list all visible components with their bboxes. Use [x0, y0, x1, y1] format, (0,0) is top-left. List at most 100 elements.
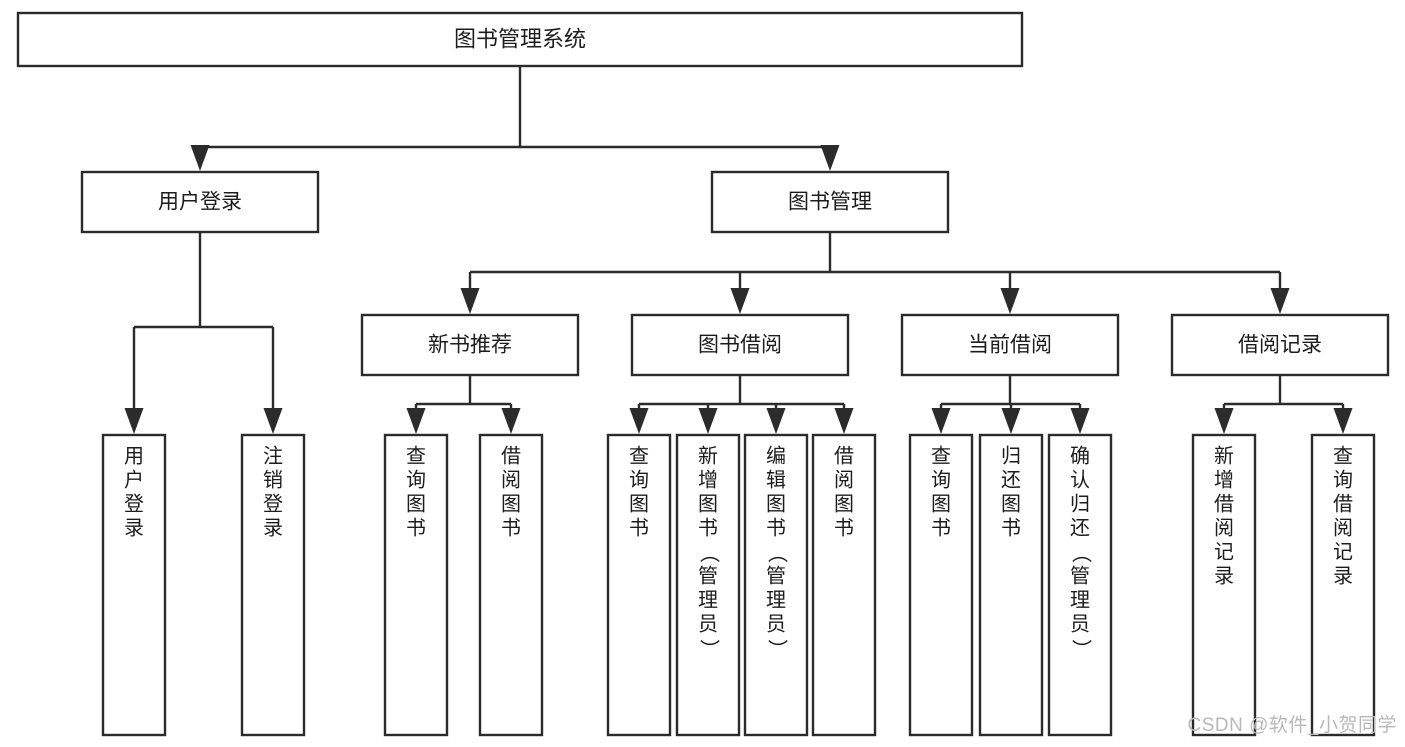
- arrow-head-icon: [820, 145, 840, 171]
- diagram-node-book-borrow[interactable]: 图书借阅: [630, 313, 850, 377]
- arrow-head-icon: [263, 408, 283, 434]
- connector-layer: [124, 66, 1353, 434]
- node-label-char: 询: [931, 468, 951, 491]
- arrow-head-icon: [766, 408, 786, 434]
- node-box[interactable]: [383, 433, 449, 737]
- node-label-char: 理: [1070, 589, 1090, 611]
- node-box[interactable]: [743, 433, 809, 737]
- node-label-char: 查: [406, 444, 426, 467]
- node-box[interactable]: [360, 313, 580, 377]
- arrow-head-icon: [698, 408, 718, 434]
- node-box[interactable]: [101, 433, 167, 737]
- node-label-char: 员: [1070, 613, 1090, 635]
- arrow-head-icon: [1070, 408, 1090, 434]
- node-label-char: 图: [834, 493, 854, 515]
- diagram-node-leaf-user-login[interactable]: 用户登录: [101, 433, 167, 737]
- node-label-char: 登: [124, 492, 144, 515]
- node-box[interactable]: [478, 433, 544, 737]
- node-label-char: 员: [698, 613, 718, 635]
- node-label-char: 书: [698, 516, 718, 539]
- node-box[interactable]: [908, 433, 974, 737]
- node-label-char: 询: [1333, 468, 1353, 491]
- node-label-char: 查: [1333, 444, 1353, 467]
- node-label-char: 图: [629, 493, 649, 515]
- diagram-node-root[interactable]: 图书管理系统: [16, 11, 1024, 68]
- node-label-char: ）: [698, 639, 721, 659]
- node-label: 新书推荐: [428, 334, 512, 357]
- node-layer: 图书管理系统用户登录图书管理新书推荐图书借阅当前借阅借阅记录用户登录注销登录查询…: [16, 11, 1390, 737]
- arrow-head-icon: [1001, 408, 1021, 434]
- node-label-char: 编: [766, 444, 786, 467]
- node-label-char: 确: [1070, 444, 1090, 467]
- node-label-char: 书: [406, 516, 426, 539]
- arrow-head-icon: [460, 288, 480, 314]
- node-box[interactable]: [1047, 433, 1113, 737]
- node-box[interactable]: [630, 313, 850, 377]
- node-label-char: 图: [766, 493, 786, 515]
- node-label-char: 管: [766, 564, 786, 587]
- node-label-char: 询: [629, 468, 649, 491]
- node-label-char: 录: [1333, 565, 1353, 587]
- diagram-node-user-login[interactable]: 用户登录: [80, 170, 320, 234]
- node-label-char: 借: [1214, 492, 1234, 515]
- node-label-char: 归: [1001, 444, 1021, 467]
- node-label-char: 新: [1214, 444, 1234, 467]
- node-label-char: 图: [698, 493, 718, 515]
- node-box[interactable]: [16, 11, 1024, 68]
- node-label-char: 书: [766, 516, 786, 539]
- diagram-node-book-manage[interactable]: 图书管理: [710, 170, 950, 234]
- arrow-head-icon: [931, 408, 951, 434]
- node-label-char: 询: [406, 468, 426, 491]
- diagram-node-borrow-record[interactable]: 借阅记录: [1170, 313, 1390, 377]
- arrow-head-icon: [124, 408, 144, 434]
- node-label-char: 增: [1214, 468, 1234, 491]
- node-label-char: 认: [1070, 468, 1090, 491]
- node-box[interactable]: [606, 433, 672, 737]
- node-label-char: 记: [1214, 540, 1234, 563]
- arrow-head-icon: [501, 408, 521, 434]
- arrow-head-icon: [1000, 288, 1020, 314]
- node-label-char: 登: [263, 492, 283, 515]
- node-label-char: 录: [1214, 565, 1234, 587]
- arrow-head-icon: [190, 145, 210, 171]
- node-box[interactable]: [710, 170, 950, 234]
- node-box[interactable]: [900, 313, 1120, 377]
- node-label-char: 还: [1001, 468, 1021, 491]
- node-label-char: 书: [834, 516, 854, 539]
- arrow-head-icon: [1270, 288, 1290, 314]
- node-box[interactable]: [80, 170, 320, 234]
- node-box[interactable]: [1310, 433, 1376, 737]
- node-box[interactable]: [1191, 433, 1257, 737]
- node-label-char: 阅: [1333, 516, 1353, 539]
- node-label-char: 记: [1333, 540, 1353, 563]
- node-label-char: 新: [698, 444, 718, 467]
- node-box[interactable]: [978, 433, 1044, 737]
- node-label-char: 户: [124, 468, 144, 491]
- node-label-char: 理: [766, 589, 786, 611]
- node-box[interactable]: [811, 433, 877, 737]
- diagram-node-new-book-rec[interactable]: 新书推荐: [360, 313, 580, 377]
- node-label-char: （: [698, 543, 721, 563]
- node-label-char: 借: [834, 444, 854, 467]
- node-label-char: 图: [931, 493, 951, 515]
- node-box[interactable]: [1170, 313, 1390, 377]
- node-box[interactable]: [675, 433, 741, 737]
- diagram-node-current-borrow[interactable]: 当前借阅: [900, 313, 1120, 377]
- node-box[interactable]: [240, 433, 306, 737]
- node-label-char: 归: [1070, 492, 1090, 515]
- node-label-char: 管: [1070, 564, 1090, 587]
